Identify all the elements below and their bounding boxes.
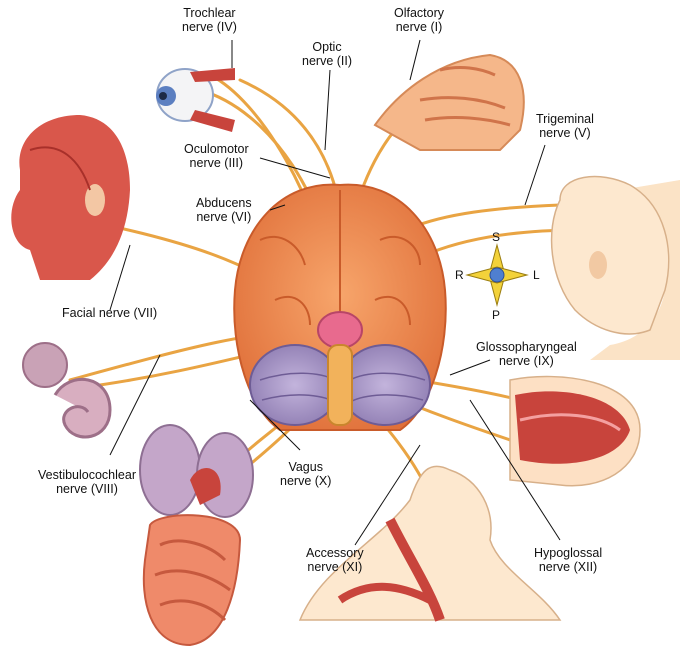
inner-ear-illustration [22,342,112,439]
label-glossopharyngeal-nerve: Glossopharyngeal nerve (IX) [476,340,577,368]
facial-head-illustration [11,115,130,280]
label-leader-lines [109,39,561,546]
neck-shoulder-illustration [298,465,562,622]
label-vagus-nerve: Vagus nerve (X) [280,460,332,488]
thoracic-abdominal-organs-illustration [139,424,254,647]
label-facial-nerve: Facial nerve (VII) [62,306,158,320]
compass-right-label: R [455,268,464,282]
eye-illustration [156,68,235,132]
label-trigeminal-nerve: Trigeminal nerve (V) [536,112,594,140]
label-optic-nerve: Optic nerve (II) [302,40,353,68]
compass-superior-label: S [492,230,501,244]
label-vestibulocochlear-nerve: Vestibulocochlear nerve (VIII) [38,468,136,496]
mouth-tongue-illustration [509,375,641,487]
compass-left-label: L [533,268,540,282]
label-trochlear-nerve: Trochlear nerve (IV) [182,6,237,34]
label-hypoglossal-nerve: Hypoglossal nerve (XII) [534,546,603,574]
nasal-cavity-illustration [373,53,525,151]
child-head-illustration [550,175,680,360]
brain-illustration [233,183,447,431]
label-olfactory-nerve: Olfactory nerve (I) [394,6,445,34]
label-oculomotor-nerve: Oculomotor nerve (III) [184,142,249,170]
label-abducens-nerve: Abducens nerve (VI) [196,196,252,224]
label-accessory-nerve: Accessory nerve (XI) [306,546,364,574]
compass-posterior-label: P [492,308,501,322]
orientation-compass [465,243,529,307]
